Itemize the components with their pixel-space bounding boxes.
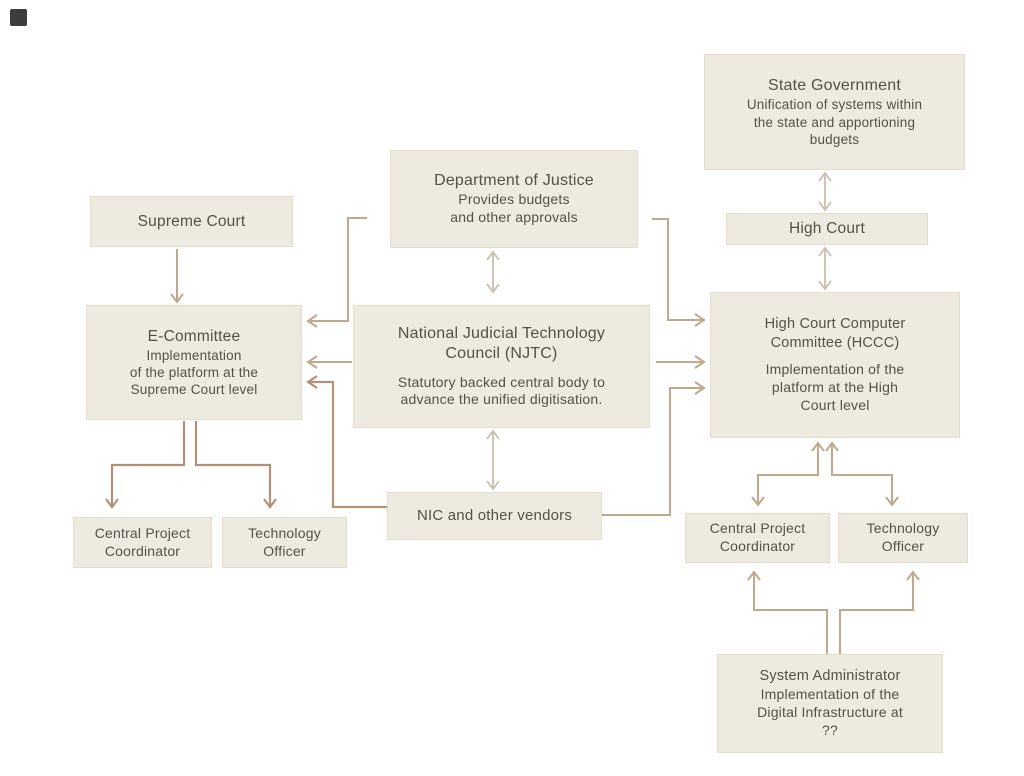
arrow-nic-to-hccc [602,381,706,516]
node-title: High Court [788,220,866,238]
node-hccc: High Court Computer Committee (HCCC) Imp… [710,292,960,438]
node-title: High Court Computer Committee (HCCC) [764,316,906,351]
node-title: Technology Officer [248,524,321,559]
node-e-committee: E-Committee Implementation of the platfo… [86,305,302,420]
corner-marker [10,9,27,26]
arrow-high-court-hccc [818,246,832,291]
node-technology-officer-right: Technology Officer [838,513,968,563]
arrow-e-committee-to-officers [105,421,277,509]
arrow-state-government-high-court [818,171,832,212]
node-title: Central Project Coordinator [94,524,191,559]
arrow-doj-to-hccc [652,218,706,327]
node-department-of-justice: Department of Justice Provides budgets a… [390,150,638,248]
node-title: Supreme Court [137,212,246,230]
node-title: Department of Justice [434,171,594,189]
arrow-njtc-nic [486,429,500,491]
node-central-project-coordinator-left: Central Project Coordinator [73,517,212,568]
node-state-government: State Government Unification of systems … [704,54,965,170]
node-title: State Government [767,76,902,94]
node-nic-vendors: NIC and other vendors [387,492,602,540]
node-title: NIC and other vendors [416,507,573,525]
node-njtc: National Judicial Technology Council (NJ… [353,305,650,428]
arrow-doj-njtc [486,250,500,294]
node-body: Implementation of the Digital Infrastruc… [757,685,903,738]
node-title: Central Project Coordinator [709,520,806,554]
node-title: System Administrator [759,668,901,685]
node-high-court: High Court [726,213,928,245]
arrow-supreme-court-to-e-committee [170,249,184,304]
arrow-hccc-officers-bidirectional [751,441,899,507]
node-body: Implementation of the platform at the Hi… [765,361,905,413]
arrow-doj-to-e-committee [306,217,367,328]
node-supreme-court: Supreme Court [90,196,293,247]
arrow-njtc-to-e-committee [306,355,352,369]
node-body: Provides budgets and other approvals [450,191,578,226]
node-title: Technology Officer [866,520,940,554]
node-body: Implementation of the platform at the Su… [129,347,259,398]
node-title: E-Committee [147,327,241,345]
node-central-project-coordinator-right: Central Project Coordinator [685,513,830,563]
arrow-nic-to-e-committee [306,375,387,509]
node-system-administrator: System Administrator Implementation of t… [717,654,943,753]
node-technology-officer-left: Technology Officer [222,517,347,568]
arrow-njtc-to-hccc [656,355,706,369]
arrow-sysadmin-to-officers [747,570,920,654]
node-body: Statutory backed central body to advance… [397,373,606,408]
node-body: Unification of systems within the state … [746,97,923,147]
node-title: National Judicial Technology Council (NJ… [397,324,606,363]
